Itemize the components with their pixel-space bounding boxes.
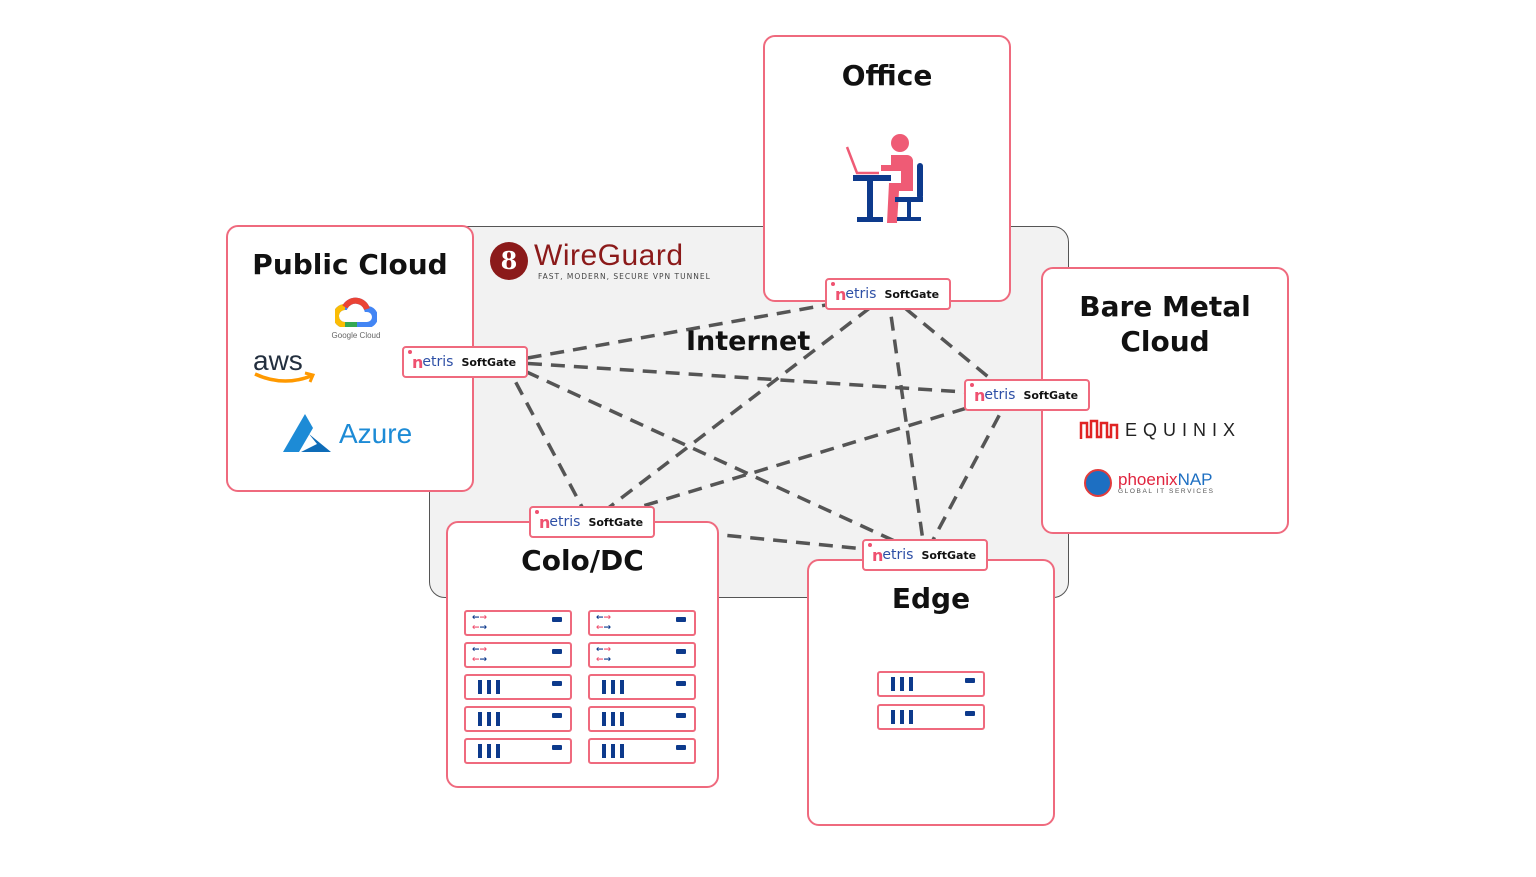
softgate-label: SoftGate [1023,388,1079,402]
server-bays-icon [478,680,500,694]
netris-logo-icon: n [867,542,884,565]
wireguard-icon: 8 [490,241,528,280]
status-led-icon [965,678,975,683]
netris-label: etris [422,354,454,370]
wireguard-logo: 8 WireGuard FAST, MODERN, SECURE VPN TUN… [490,240,711,281]
status-led-icon [676,713,686,718]
google-cloud-logo: Google Cloud [326,295,386,340]
link-office-to-colo [588,292,890,524]
netris-label: etris [882,547,914,563]
softgate-label: SoftGate [884,287,940,301]
server-unit [588,706,696,732]
server-unit [877,671,985,697]
link-public-cloud-to-bare-metal [504,360,1011,397]
phoenixnap-tagline: GLOBAL IT SERVICES [1118,487,1215,495]
phoenixnap-label-b: NAP [1177,469,1213,489]
server-bays-icon [478,712,500,726]
switch-arrows-icon: ←→←→ [472,645,488,665]
server-unit [588,674,696,700]
equinix-icon [1079,419,1119,439]
site-bare-metal-cloud: Bare Metal Cloud [1041,267,1289,534]
azure-label: Azure [339,418,413,449]
netris-logo-icon: n [407,349,424,372]
server-bays-icon [602,744,624,758]
status-led-icon [676,745,686,750]
status-led-icon [552,617,562,622]
server-unit [464,674,572,700]
phoenixnap-logo: phoenixNAP GLOBAL IT SERVICES [1084,469,1215,497]
server-unit [464,738,572,764]
netris-label: etris [549,514,581,530]
softgate-label: SoftGate [461,355,517,369]
server-bays-icon [478,744,500,758]
aws-label: aws [253,345,303,376]
azure-icon [283,414,331,452]
netris-label: etris [984,387,1016,403]
server-unit [464,706,572,732]
equinix-logo: EQUINIX [1079,419,1241,441]
netris-label: etris [845,286,877,302]
site-edge: Edge [807,559,1055,826]
switch-arrows-icon: ←→←→ [472,613,488,633]
status-led-icon [552,649,562,654]
link-bare-metal-to-edge [923,394,1012,556]
site-title-line1: Bare Metal [1079,290,1251,323]
phoenixnap-label-a: phoenix [1118,469,1178,489]
google-cloud-label: Google Cloud [331,331,381,340]
link-bare-metal-to-colo [589,393,1011,524]
server-bays-icon [891,710,913,724]
softgate-label: SoftGate [588,515,644,529]
switch-unit: ←→←→ [464,642,572,668]
site-title-line2: Cloud [1120,325,1210,358]
google-cloud-icon [333,297,378,328]
wireguard-tagline: FAST, MODERN, SECURE VPN TUNNEL [538,272,711,281]
link-public-cloud-to-edge [504,360,926,557]
server-unit [588,738,696,764]
link-office-to-bare-metal [886,292,1012,397]
switch-unit: ←→←→ [588,610,696,636]
status-led-icon [552,681,562,686]
netris-logo-icon: n [830,281,847,304]
site-title: Public Cloud [252,248,448,281]
status-led-icon [676,681,686,686]
status-led-icon [676,649,686,654]
person-at-desk-icon [845,134,923,223]
server-unit [877,704,985,730]
server-bays-icon [602,712,624,726]
wireguard-name: WireGuard [534,239,684,272]
equinix-label: EQUINIX [1125,419,1242,440]
link-public-cloud-to-colo [503,361,592,523]
status-led-icon [676,617,686,622]
switch-unit: ←→←→ [464,610,572,636]
aws-logo: aws [253,345,319,385]
site-office: Office [763,35,1011,302]
azure-logo: Azure [283,414,412,454]
status-led-icon [965,711,975,716]
link-public-cloud-to-office [504,292,889,364]
status-led-icon [552,745,562,750]
site-title: Office [841,59,933,92]
site-title: Edge [891,582,971,615]
phoenixnap-globe-icon [1084,469,1112,497]
switch-arrows-icon: ←→←→ [596,645,612,665]
link-office-to-edge [886,293,927,556]
status-led-icon [552,713,562,718]
netris-logo-icon: n [969,382,986,405]
site-colo-dc: Colo/DC ←→←→ ←→←→ ←→←→ ←→←→ [446,521,719,788]
site-title: Colo/DC [521,544,644,577]
switch-unit: ←→←→ [588,642,696,668]
softgate-label: SoftGate [921,548,977,562]
server-bays-icon [602,680,624,694]
switch-arrows-icon: ←→←→ [596,613,612,633]
internet-label: Internet [686,326,811,357]
aws-smile-icon [254,371,316,383]
server-bays-icon [891,677,913,691]
netris-logo-icon: n [534,509,551,532]
